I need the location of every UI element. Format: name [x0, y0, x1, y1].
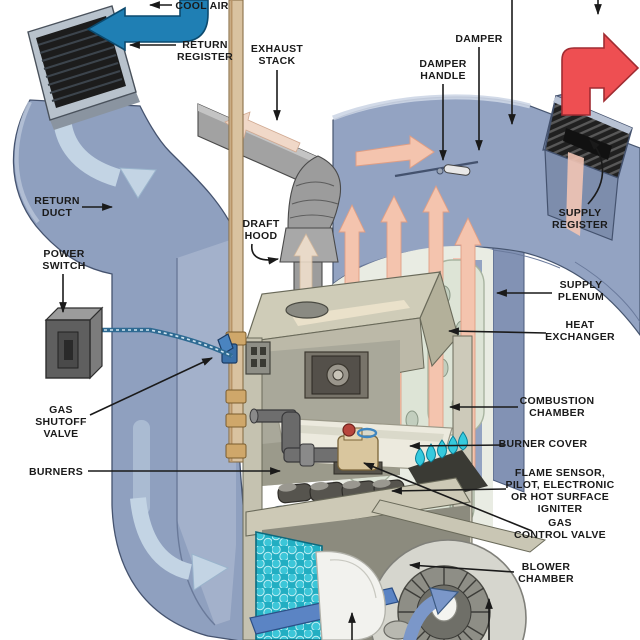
label-damper-handle: DAMPER HANDLE [419, 58, 466, 82]
label-heat-exchanger: HEAT EXCHANGER [545, 319, 615, 343]
burner-flames [415, 431, 468, 467]
plenum-right-wall [492, 234, 525, 493]
svg-text:SWITCH: SWITCH [42, 260, 85, 272]
svg-text:CHAMBER: CHAMBER [518, 573, 574, 585]
label-burner-cover: BURNER COVER [499, 438, 588, 450]
exhaust-air-arrow [224, 111, 301, 153]
cool-air-down-arrow [119, 167, 157, 199]
svg-text:DRAFT: DRAFT [242, 218, 279, 230]
svg-text:SHUTOFF: SHUTOFF [35, 416, 87, 428]
svg-text:REGISTER: REGISTER [552, 219, 608, 231]
label-return-duct: RETURN DUCT [34, 195, 80, 219]
pointer-lines [59, 0, 604, 640]
furnace-cabinet [242, 270, 488, 640]
flue-collar [285, 301, 329, 319]
svg-text:BURNER COVER: BURNER COVER [499, 438, 588, 450]
svg-text:HANDLE: HANDLE [420, 70, 466, 82]
label-return-register: RETURN REGISTER [177, 39, 233, 63]
compartment-shelf [245, 477, 471, 537]
svg-text:BURNERS: BURNERS [29, 466, 83, 478]
svg-text:REGISTER: REGISTER [177, 51, 233, 63]
damper-handle-lever [443, 164, 471, 176]
svg-text:OR HOT SURFACE: OR HOT SURFACE [511, 491, 609, 503]
svg-text:GAS: GAS [49, 404, 73, 416]
svg-text:POWER: POWER [43, 248, 84, 260]
damper-blade [394, 160, 479, 178]
blower-top-panel [371, 499, 547, 553]
svg-text:FLAME SENSOR,: FLAME SENSOR, [515, 467, 605, 479]
warm-air-arrow-duct [355, 135, 435, 169]
label-combustion-chamber: COMBUSTION CHAMBER [520, 395, 595, 419]
label-gas-control-valve: GAS CONTROL VALVE [514, 517, 606, 541]
valve-blue-ring [356, 427, 378, 439]
power-switch [44, 306, 233, 380]
svg-text:HEAT: HEAT [565, 319, 594, 331]
valve-red-knob [342, 423, 356, 437]
svg-text:IGNITER: IGNITER [538, 503, 583, 515]
supply-register [542, 32, 640, 241]
label-cool-air: COOL AIR [175, 0, 228, 12]
svg-text:DUCT: DUCT [42, 207, 73, 219]
label-burners: BURNERS [29, 466, 83, 478]
gas-control-valve-body [337, 435, 379, 471]
svg-text:DAMPER: DAMPER [455, 33, 502, 45]
blower-air-arrow-shaft [403, 595, 440, 640]
svg-text:SUPPLY: SUPPLY [560, 279, 603, 291]
svg-text:PILOT, ELECTRONIC: PILOT, ELECTRONIC [506, 479, 615, 491]
label-flame-sensor: FLAME SENSOR, PILOT, ELECTRONIC OR HOT S… [506, 467, 615, 515]
blower-compartment [249, 499, 547, 640]
label-damper: DAMPER [455, 33, 502, 45]
svg-text:GAS: GAS [548, 517, 572, 529]
labels: COOL AIR RETURN REGISTER EXHAUST STACK D… [29, 0, 615, 585]
svg-text:COOL AIR: COOL AIR [175, 0, 228, 12]
label-blower-chamber: BLOWER CHAMBER [518, 561, 574, 585]
rolled-media [315, 550, 386, 640]
label-draft-hood: DRAFT HOOD [242, 218, 279, 242]
svg-text:COMBUSTION: COMBUSTION [520, 395, 595, 407]
warm-air-out-arrow [561, 32, 640, 116]
cool-air-in-arrow [86, 0, 209, 52]
svg-text:BLOWER: BLOWER [522, 561, 571, 573]
svg-text:CONTROL VALVE: CONTROL VALVE [514, 529, 606, 541]
svg-text:VALVE: VALVE [44, 428, 79, 440]
svg-text:CHAMBER: CHAMBER [529, 407, 585, 419]
svg-text:STACK: STACK [259, 55, 296, 67]
blower-air-arrowhead [429, 587, 460, 616]
svg-text:PLENUM: PLENUM [558, 291, 604, 303]
svg-text:DAMPER: DAMPER [419, 58, 466, 70]
svg-text:HOOD: HOOD [245, 230, 278, 242]
label-supply-register: SUPPLY REGISTER [552, 207, 608, 231]
label-power-switch: POWER SWITCH [42, 248, 85, 272]
label-supply-plenum: SUPPLY PLENUM [558, 279, 604, 303]
return-register [27, 0, 209, 130]
svg-text:RETURN: RETURN [34, 195, 80, 207]
label-exhaust-stack: EXHAUST STACK [251, 43, 304, 67]
junction-box [245, 341, 271, 375]
svg-text:RETURN: RETURN [182, 39, 228, 51]
svg-text:EXCHANGER: EXCHANGER [545, 331, 615, 343]
label-gas-shutoff-valve: GAS SHUTOFF VALVE [35, 404, 87, 440]
svg-text:EXHAUST: EXHAUST [251, 43, 304, 55]
cool-air-bend-arrow [191, 553, 230, 591]
svg-text:SUPPLY: SUPPLY [559, 207, 602, 219]
gas-supply-pipe [217, 0, 247, 463]
power-switch-toggle [64, 340, 73, 360]
